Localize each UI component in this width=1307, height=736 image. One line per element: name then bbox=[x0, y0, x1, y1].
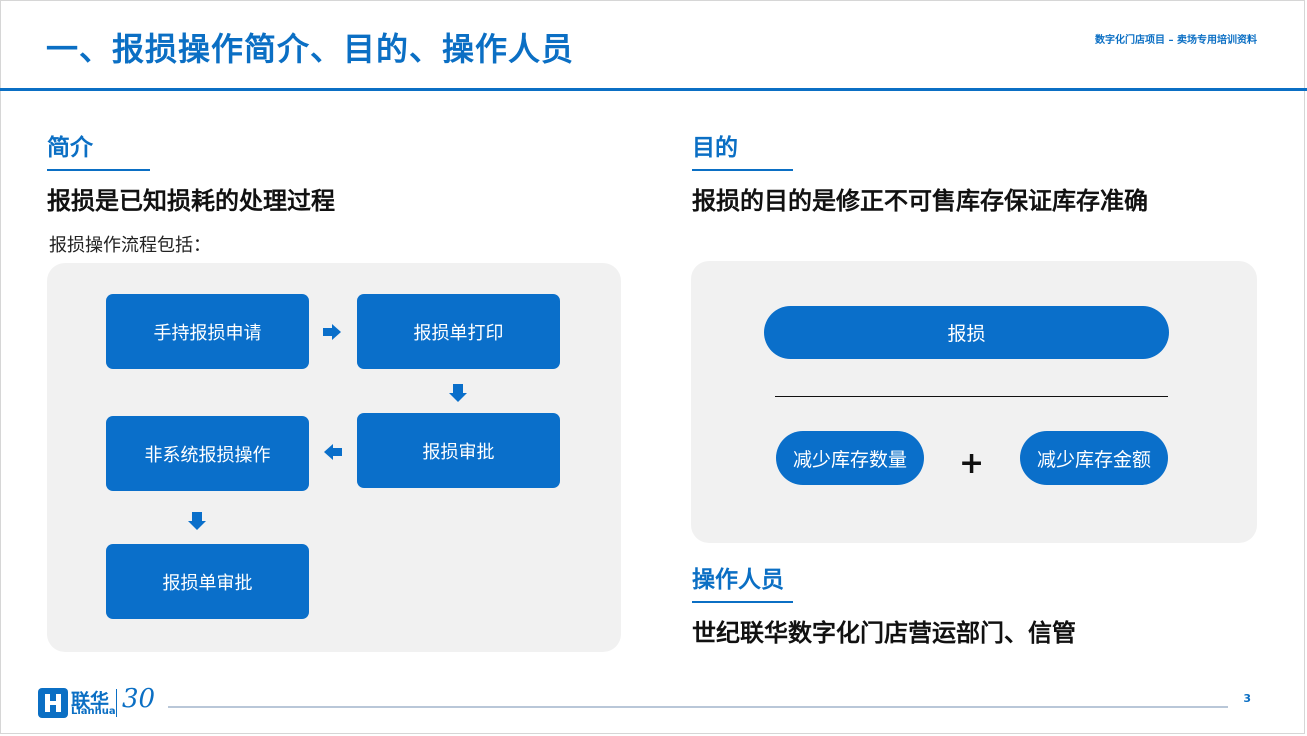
logo-name-en: Lianhua bbox=[71, 706, 116, 717]
header-note: 数字化门店项目 – 卖场专用培训资料 bbox=[1095, 35, 1257, 46]
arrow-down-icon bbox=[449, 384, 467, 402]
page-title: 一、报损操作简介、目的、操作人员 bbox=[46, 30, 575, 68]
intro-heading: 简介 bbox=[47, 135, 93, 161]
flow-step-form-approval: 报损单审批 bbox=[106, 544, 309, 619]
flow-step-print-form: 报损单打印 bbox=[357, 294, 560, 369]
purpose-subheading: 报损的目的是修正不可售库存保证库存准确 bbox=[692, 187, 1148, 215]
logo-separator bbox=[116, 689, 117, 717]
purpose-panel bbox=[691, 261, 1257, 543]
footer-divider bbox=[168, 706, 1228, 708]
flow-step-handheld-request: 手持报损申请 bbox=[106, 294, 309, 369]
purpose-heading-underline bbox=[692, 169, 793, 171]
header-divider bbox=[0, 88, 1307, 91]
flow-step-non-system-operation: 非系统报损操作 bbox=[106, 416, 309, 491]
fraction-line bbox=[775, 396, 1168, 397]
anniversary-badge: 30 bbox=[122, 684, 156, 714]
logo-name-cn: 联华 bbox=[71, 690, 110, 712]
flow-step-approval: 报损审批 bbox=[357, 413, 560, 488]
operators-heading: 操作人员 bbox=[692, 567, 784, 593]
equation-top-pill: 报损 bbox=[764, 306, 1169, 359]
reduce-quantity-pill: 减少库存数量 bbox=[776, 431, 924, 485]
operators-heading-underline bbox=[692, 601, 793, 603]
purpose-heading: 目的 bbox=[692, 135, 738, 161]
arrow-left-icon bbox=[324, 444, 342, 460]
flow-caption: 报损操作流程包括： bbox=[49, 235, 211, 256]
arrow-down-icon bbox=[188, 512, 206, 530]
intro-subheading: 报损是已知损耗的处理过程 bbox=[47, 187, 335, 215]
plus-sign: + bbox=[959, 446, 985, 481]
reduce-amount-pill: 减少库存金额 bbox=[1020, 431, 1168, 485]
operators-text: 世纪联华数字化门店营运部门、信管 bbox=[692, 619, 1076, 647]
lianhua-logo-icon bbox=[38, 688, 68, 722]
arrow-right-icon bbox=[323, 324, 341, 340]
page-number: 3 bbox=[1243, 692, 1251, 705]
intro-heading-underline bbox=[47, 169, 150, 171]
